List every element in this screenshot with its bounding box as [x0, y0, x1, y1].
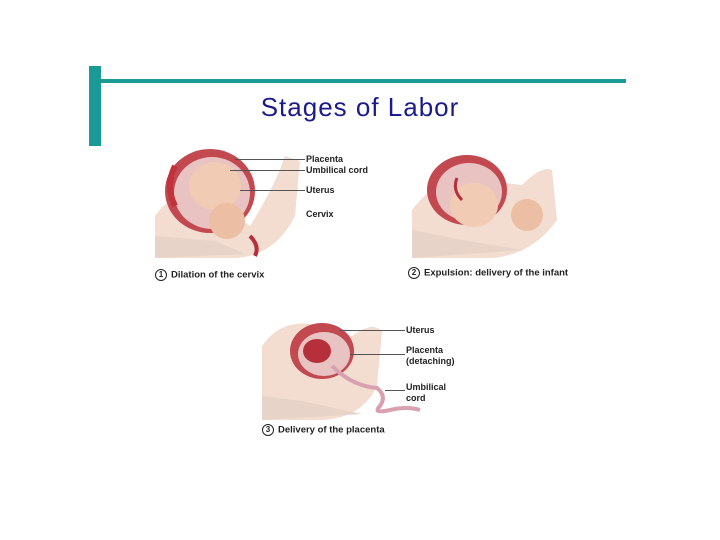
- label-placenta: Placenta: [406, 345, 444, 355]
- placenta-delivery-illustration: [262, 323, 421, 420]
- label-cord: cord: [406, 393, 426, 403]
- label-placenta: Placenta: [306, 154, 344, 164]
- label-uterus: Uterus: [306, 185, 335, 195]
- expulsion-illustration: [412, 155, 557, 258]
- leader-line: [340, 330, 405, 331]
- label-cervix: Cervix: [306, 209, 334, 219]
- leader-line: [385, 390, 405, 391]
- stage-number: 3: [262, 424, 274, 436]
- label-umbilical: Umbilical: [406, 382, 447, 392]
- accent-bar-vertical: [89, 66, 101, 146]
- leader-line: [240, 190, 305, 191]
- slide-title: Stages of Labor: [260, 92, 460, 122]
- stage-number: 1: [155, 269, 167, 281]
- accent-bar-horizontal: [101, 79, 626, 83]
- dilation-illustration: [155, 149, 300, 258]
- label-uterus: Uterus: [406, 325, 435, 335]
- label-umbilical-cord: Umbilical cord: [306, 165, 369, 175]
- leader-line: [350, 354, 405, 355]
- leader-line: [230, 170, 305, 171]
- label-detaching: (detaching): [406, 356, 455, 366]
- leader-line: [235, 159, 305, 160]
- stage-number: 2: [408, 267, 420, 279]
